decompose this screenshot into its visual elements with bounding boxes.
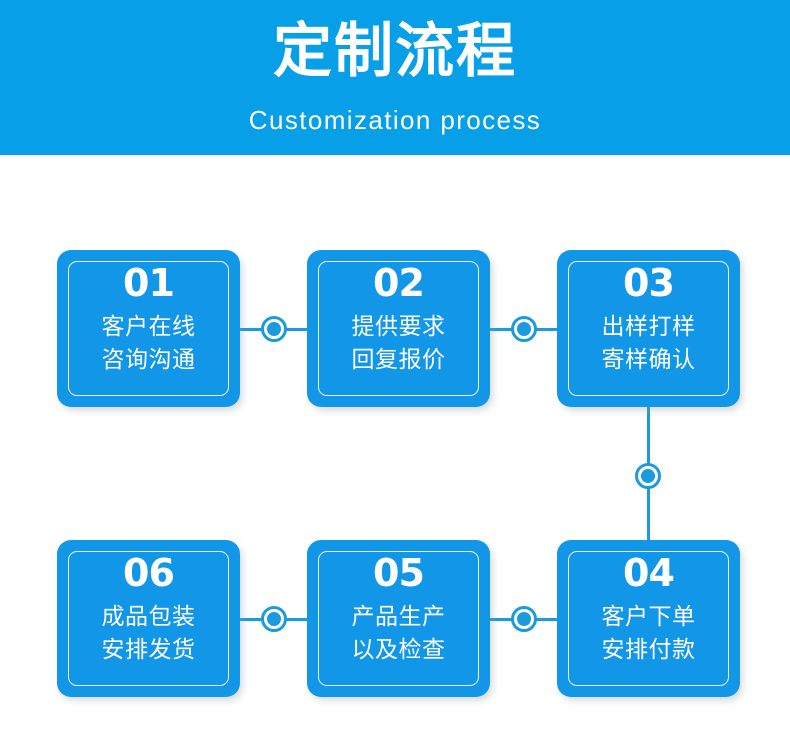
step-number-01: 01 <box>123 261 175 305</box>
page-subtitle: Customization process <box>248 105 542 135</box>
step-card-inner-border <box>68 261 229 396</box>
connector-dot-step1-step2 <box>261 316 287 342</box>
step-card-inner-border <box>68 551 229 686</box>
connector-dot-step4-step5 <box>511 606 537 632</box>
page-title: 定制流程 <box>272 16 517 85</box>
step-card-inner-border <box>568 261 729 396</box>
step-text-02-line2: 回复报价 <box>351 347 446 373</box>
step-card-01[interactable]: 01 客户在线 咨询沟通 <box>57 250 240 407</box>
step-card-03[interactable]: 03 出样打样 寄样确认 <box>557 250 740 407</box>
step-card-05[interactable]: 05 产品生产 以及检查 <box>307 540 490 697</box>
step-text-02-line1: 提供要求 <box>351 314 446 340</box>
step-number-03: 03 <box>623 261 675 305</box>
step-text-05-line2: 以及检查 <box>351 637 446 663</box>
step-card-inner-border <box>318 261 479 396</box>
step-card-inner-border <box>568 551 729 686</box>
step-text-06-line2: 安排发货 <box>101 637 196 663</box>
step-number-05: 05 <box>373 551 425 595</box>
step-text-04-line1: 客户下单 <box>601 604 696 630</box>
process-flow: 01 客户在线 咨询沟通 02 提供要求 回复报价 03 出样打样 寄样确认 0… <box>0 155 790 735</box>
connector-dot-step2-step3 <box>511 316 537 342</box>
header-banner: 定制流程 Customization process <box>0 0 790 155</box>
step-text-03-line2: 寄样确认 <box>601 347 696 373</box>
step-text-03-line1: 出样打样 <box>601 314 696 340</box>
step-card-06[interactable]: 06 成品包装 安排发货 <box>57 540 240 697</box>
step-text-04-line2: 安排付款 <box>601 637 696 663</box>
step-text-05-line1: 产品生产 <box>351 604 446 630</box>
step-number-06: 06 <box>123 551 175 595</box>
step-text-06-line1: 成品包装 <box>101 604 196 630</box>
step-number-02: 02 <box>373 261 425 305</box>
step-card-inner-border <box>318 551 479 686</box>
step-text-01-line1: 客户在线 <box>101 314 196 340</box>
connector-dot-step3-step4 <box>635 463 661 489</box>
step-number-04: 04 <box>623 551 675 595</box>
step-text-01-line2: 咨询沟通 <box>101 347 196 373</box>
step-card-04[interactable]: 04 客户下单 安排付款 <box>557 540 740 697</box>
connector-dot-step5-step6 <box>261 606 287 632</box>
step-card-02[interactable]: 02 提供要求 回复报价 <box>307 250 490 407</box>
